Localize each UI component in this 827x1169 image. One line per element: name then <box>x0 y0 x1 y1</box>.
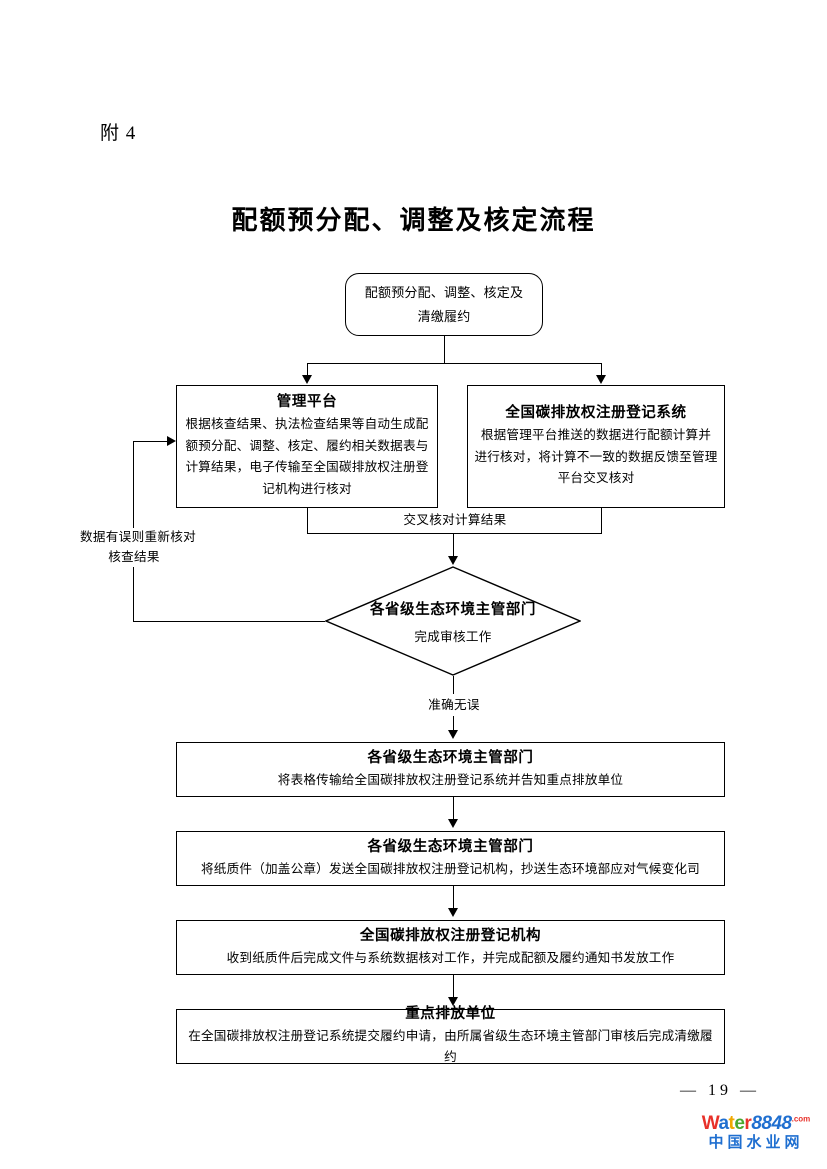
watermark-letter-w: W <box>701 1113 719 1134</box>
watermark-letter-r: r <box>744 1113 752 1134</box>
watermark-letter-a: a <box>718 1113 729 1134</box>
watermark-letter-t: t <box>728 1113 735 1134</box>
flow-node-step3-body: 收到纸质件后完成文件与系统数据核对工作，并完成配额及履约通知书发放工作 <box>226 950 675 965</box>
watermark-wordmark: Water8848.com <box>690 1114 822 1133</box>
flow-node-decision-text: 各省级生态环境主管部门 完成审核工作 <box>325 566 581 676</box>
page-title: 配额预分配、调整及核定流程 <box>231 205 596 235</box>
arrow-to-step2 <box>448 819 458 828</box>
flow-node-step2: 各省级生态环境主管部门 将纸质件（加盖公章）发送全国碳排放权注册登记机构，抄送生… <box>176 831 725 886</box>
crosscheck-label: 交叉核对计算结果 <box>385 511 525 531</box>
flow-node-registry-system-line1: 根据管理平台推送的数据进行配额计算并 <box>480 427 712 442</box>
connector-feedback-bottom <box>133 621 325 622</box>
flow-node-registry-system-title: 全国碳排放权注册登记系统 <box>505 405 687 422</box>
flow-node-step4-title: 重点排放单位 <box>405 1005 496 1022</box>
watermark-dotcom: .com <box>791 1114 811 1124</box>
flow-node-step2-body: 将纸质件（加盖公章）发送全国碳排放权注册登记机构，抄送生态环境部应对气候变化司 <box>201 861 700 876</box>
flow-node-step1: 各省级生态环境主管部门 将表格传输给全国碳排放权注册登记系统并告知重点排放单位 <box>176 742 725 797</box>
connector-decision-to-step1-upper <box>453 676 454 694</box>
flow-node-step1-body: 将表格传输给全国碳排放权注册登记系统并告知重点排放单位 <box>277 772 624 787</box>
flow-node-platform-line4: 记机构进行核对 <box>262 482 352 497</box>
flow-node-decision-subtitle: 完成审核工作 <box>414 629 492 644</box>
page-number: — 19 — <box>680 1082 760 1099</box>
flow-node-registry-system-line3: 平台交叉核对 <box>557 471 635 486</box>
connector-crosscheck-horizontal <box>307 533 602 534</box>
flow-node-step4-body: 在全国碳排放权注册登记系统提交履约申请，由所属省级生态环境主管部门审核后完成清缴… <box>188 1028 713 1065</box>
connector-start-stem <box>444 336 445 363</box>
flow-node-platform: 管理平台 根据核查结果、执法检查结果等自动生成配 额预分配、调整、核定、履约相关… <box>176 385 438 508</box>
watermark-digits: 8848 <box>751 1113 792 1134</box>
connector-feedback-top <box>133 441 168 442</box>
connector-step2-to-step3 <box>453 886 454 910</box>
flow-node-decision-title: 各省级生态环境主管部门 <box>369 601 537 618</box>
arrow-to-step1 <box>448 730 458 739</box>
connector-crosscheck-right <box>601 508 602 533</box>
connector-split-horizontal <box>307 363 602 364</box>
watermark-logo: Water8848.com 中国水业网 <box>690 1114 822 1153</box>
connector-decision-to-step1-lower <box>453 716 454 732</box>
flow-node-platform-line2: 额预分配、调整、核定、履约相关数据表与 <box>185 438 429 453</box>
connector-bracket-to-decision <box>453 533 454 558</box>
feedback-label-line1: 数据有误则重新核对 <box>80 530 197 544</box>
flow-node-registry-system-line2: 进行核对，将计算不一致的数据反馈至管理 <box>474 449 718 464</box>
flow-node-platform-body: 根据核查结果、执法检查结果等自动生成配 额预分配、调整、核定、履约相关数据表与 … <box>175 414 438 501</box>
feedback-label-line2: 核查结果 <box>108 549 160 564</box>
arrow-to-step3 <box>448 908 458 917</box>
flow-node-platform-line3: 计算结果，电子传输至全国碳排放权注册登 <box>185 460 429 475</box>
flow-node-registry-system: 全国碳排放权注册登记系统 根据管理平台推送的数据进行配额计算并 进行核对，将计算… <box>467 385 725 508</box>
flow-node-step3-title: 全国碳排放权注册登记机构 <box>359 927 542 944</box>
arrow-to-registry-box <box>596 375 606 384</box>
watermark-letter-e: e <box>734 1113 745 1134</box>
connector-split-right <box>601 363 602 377</box>
flow-node-registry-system-body: 根据管理平台推送的数据进行配额计算并 进行核对，将计算不一致的数据反馈至管理 平… <box>464 425 727 490</box>
flow-node-start: 配额预分配、调整、核定及 清缴履约 <box>345 273 543 336</box>
diamond-shape <box>325 566 581 676</box>
flow-node-platform-line1: 根据核查结果、执法检查结果等自动生成配 <box>185 417 429 432</box>
connector-split-left <box>307 363 308 377</box>
flow-node-platform-title: 管理平台 <box>276 394 338 411</box>
flow-node-decision: 各省级生态环境主管部门 完成审核工作 <box>325 566 581 676</box>
flow-node-start-line1: 配额预分配、调整、核定及 <box>364 285 524 301</box>
connector-step1-to-step2 <box>453 797 454 821</box>
arrow-to-platform-box <box>302 375 312 384</box>
flow-node-start-line2: 清缴履约 <box>417 308 471 324</box>
flow-node-step4: 重点排放单位 在全国碳排放权注册登记系统提交履约申请，由所属省级生态环境主管部门… <box>176 1006 725 1064</box>
watermark-chinese: 中国水业网 <box>708 1134 804 1151</box>
arrow-to-decision <box>448 556 458 565</box>
arrow-feedback-to-platform <box>167 436 176 446</box>
connector-step3-to-step4 <box>453 975 454 999</box>
flow-node-step1-title: 各省级生态环境主管部门 <box>367 749 534 766</box>
flow-node-start-text: 配额预分配、调整、核定及 清缴履约 <box>355 281 533 328</box>
flow-node-step3: 全国碳排放权注册登记机构 收到纸质件后完成文件与系统数据核对工作，并完成配额及履… <box>176 920 725 975</box>
flow-node-step2-title: 各省级生态环境主管部门 <box>367 838 534 855</box>
connector-crosscheck-left <box>307 508 308 533</box>
arrow-to-step4 <box>448 997 458 1006</box>
pass-label: 准确无误 <box>410 696 498 716</box>
feedback-label: 数据有误则重新核对 核查结果 <box>80 528 196 568</box>
attachment-label: 附 4 <box>100 123 137 144</box>
